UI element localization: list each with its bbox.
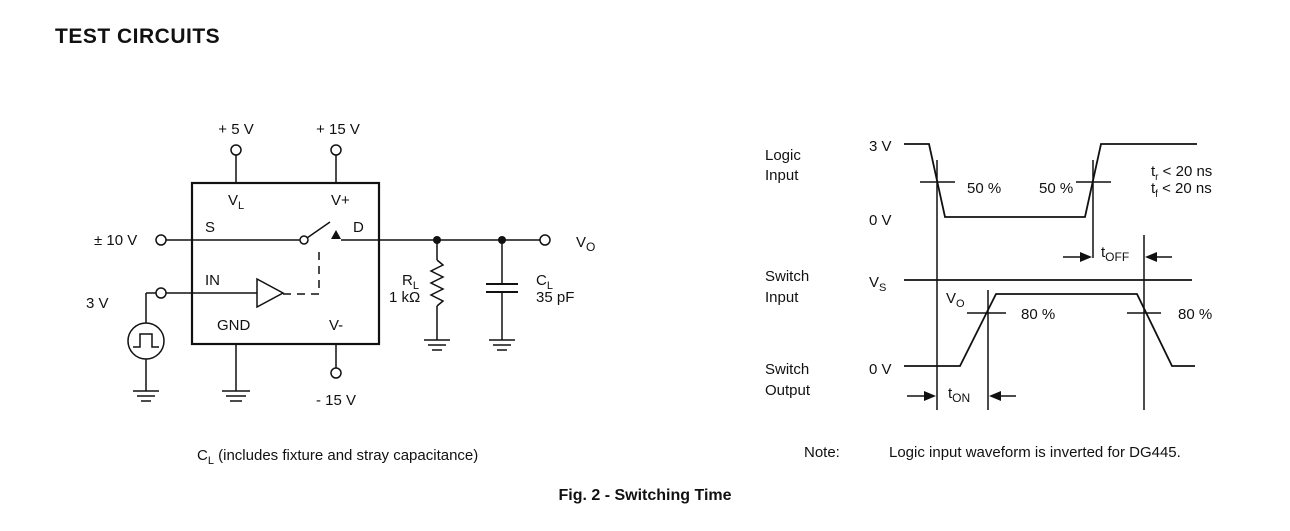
vo-terminal bbox=[539, 234, 551, 246]
vminus-terminal bbox=[330, 367, 342, 379]
rl-resistor bbox=[429, 259, 445, 307]
pin-vminus-label: V- bbox=[329, 317, 343, 334]
note-text: Logic input waveform is inverted for DG4… bbox=[889, 444, 1181, 461]
vplus-supply-label: + 15 V bbox=[316, 121, 360, 138]
section-title: TEST CIRCUITS bbox=[55, 25, 221, 48]
cl-value-label: 35 pF bbox=[536, 289, 574, 306]
timing-diagram bbox=[904, 143, 1197, 410]
level-vs-label: VS bbox=[869, 274, 886, 294]
switch-input-label-line1: Switch bbox=[765, 268, 809, 285]
toff-label: tOFF bbox=[1101, 244, 1129, 264]
source-voltage-label: ± 10 V bbox=[94, 232, 137, 249]
toff-arrowhead-right bbox=[1145, 252, 1157, 262]
switch-output-label-line1: Switch bbox=[765, 361, 809, 378]
switch-contact-arrow bbox=[331, 230, 341, 239]
vminus-supply-label: - 15 V bbox=[316, 392, 356, 409]
vl-supply-terminal bbox=[230, 144, 242, 156]
switch-output-label-line2: Output bbox=[765, 382, 811, 399]
pin-vl-label: VL bbox=[228, 192, 244, 212]
output-vo-label: VO bbox=[946, 290, 965, 310]
ground-icon-cl bbox=[489, 339, 515, 351]
pin-d-label: D bbox=[353, 219, 364, 236]
ton-arrowhead-left bbox=[924, 391, 936, 401]
logic-input-label-line1: Logic bbox=[765, 147, 801, 164]
switch-output-waveform bbox=[904, 293, 1195, 367]
rl-junction-dot bbox=[433, 236, 441, 244]
driver-buffer bbox=[256, 277, 285, 309]
pin-vplus-label: V+ bbox=[331, 192, 350, 209]
ground-icon-rl bbox=[424, 339, 450, 351]
logic-input-waveform bbox=[904, 143, 1197, 218]
note-label: Note: bbox=[804, 444, 840, 461]
pct50-left-label: 50 % bbox=[967, 180, 1001, 197]
vplus-supply-terminal bbox=[330, 144, 342, 156]
logic-pulse-source bbox=[127, 322, 165, 360]
circuit-schematic bbox=[127, 144, 551, 402]
level-0v-output-label: 0 V bbox=[869, 361, 892, 378]
logic-input-label-line2: Input bbox=[765, 167, 799, 184]
switch-pivot bbox=[299, 235, 309, 245]
fall-time-spec: tf < 20 ns bbox=[1151, 180, 1212, 200]
source-terminal bbox=[155, 234, 167, 246]
pct50-right-label: 50 % bbox=[1039, 180, 1073, 197]
rise-time-spec: tr < 20 ns bbox=[1151, 163, 1212, 183]
level-0v-logic-label: 0 V bbox=[869, 212, 892, 229]
pin-gnd-label: GND bbox=[217, 317, 251, 334]
rl-value-label: 1 kΩ bbox=[389, 289, 420, 306]
switch-blade bbox=[306, 221, 331, 239]
circuit-markers bbox=[331, 230, 506, 244]
ton-label: tON bbox=[948, 385, 970, 405]
pct80-right-label: 80 % bbox=[1178, 306, 1212, 323]
toff-arrowhead-left bbox=[1080, 252, 1092, 262]
cl-junction-dot bbox=[498, 236, 506, 244]
rl-name-label: RL bbox=[402, 272, 419, 292]
in-terminal bbox=[155, 287, 167, 299]
logic-voltage-label: 3 V bbox=[86, 295, 109, 312]
timing-arrowheads bbox=[924, 252, 1157, 401]
ground-icon-source bbox=[133, 390, 159, 402]
ic-body bbox=[190, 181, 381, 346]
cl-name-label: CL bbox=[536, 272, 553, 292]
figure-caption: Fig. 2 - Switching Time bbox=[558, 487, 731, 504]
cl-note-caption: CL (includes fixture and stray capacitan… bbox=[197, 447, 478, 467]
ton-arrowhead-right bbox=[989, 391, 1001, 401]
vl-supply-label: + 5 V bbox=[218, 121, 253, 138]
vo-label: VO bbox=[576, 234, 595, 254]
switch-input-label-line2: Input bbox=[765, 289, 799, 306]
pulse-icon bbox=[133, 333, 159, 348]
pct80-left-label: 80 % bbox=[1021, 306, 1055, 323]
ground-icon-ic bbox=[222, 390, 250, 402]
level-3v-label: 3 V bbox=[869, 138, 892, 155]
pin-s-label: S bbox=[205, 219, 215, 236]
pin-in-label: IN bbox=[205, 272, 220, 289]
